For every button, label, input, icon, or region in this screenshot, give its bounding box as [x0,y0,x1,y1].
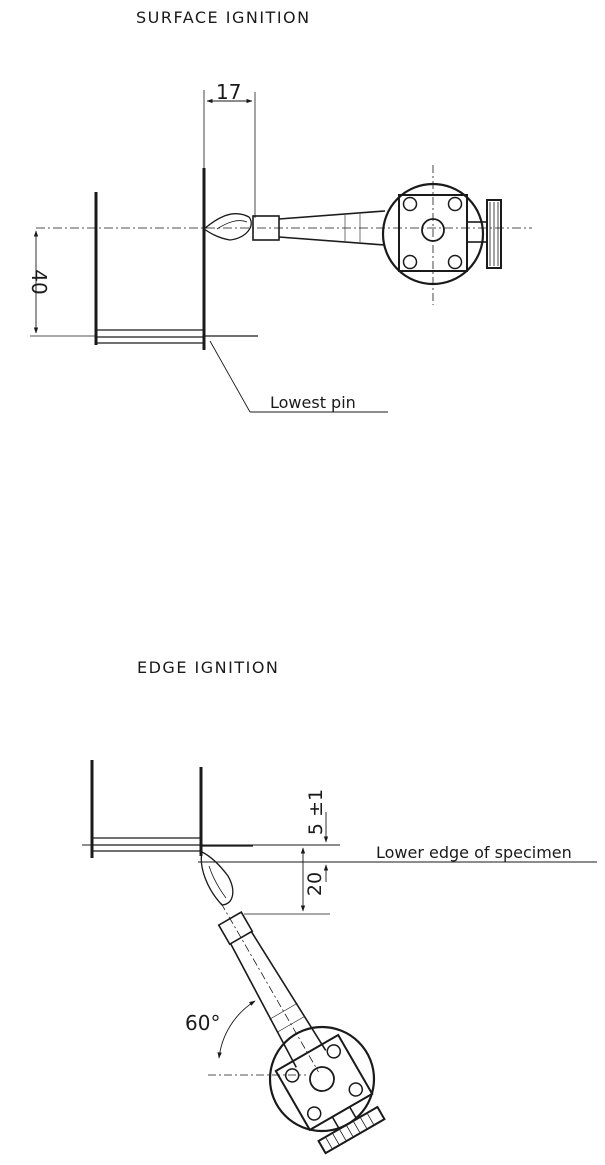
lower-edge-label: Lower edge of specimen [376,843,572,862]
burner-inclined [217,902,327,1073]
specimen-frame [94,168,258,350]
flame-icon [202,213,252,241]
dimension-20-label: 20 [304,872,326,896]
flame-icon-edge [200,851,234,906]
dimension-17 [203,90,256,218]
surface-ignition-figure [30,90,532,413]
lowest-pin-leader [209,340,388,413]
burner [252,210,386,246]
angle-60-indicator [208,1000,306,1076]
dimension-17-label: 17 [216,80,241,104]
specimen-frame-edge [90,760,253,858]
surface-ignition-title: SURFACE IGNITION [136,8,311,27]
dimension-offset-label: 5 ±1 [305,789,327,835]
edge-ignition-title: EDGE IGNITION [137,658,280,677]
burner-body [381,165,502,305]
dimension-40 [30,230,96,337]
dimension-40-label: 40 [27,269,51,294]
burner-body-edge [268,1025,386,1155]
edge-ignition-figure [82,760,597,1155]
lowest-pin-label: Lowest pin [270,393,356,412]
angle-60-label: 60° [185,1011,220,1035]
